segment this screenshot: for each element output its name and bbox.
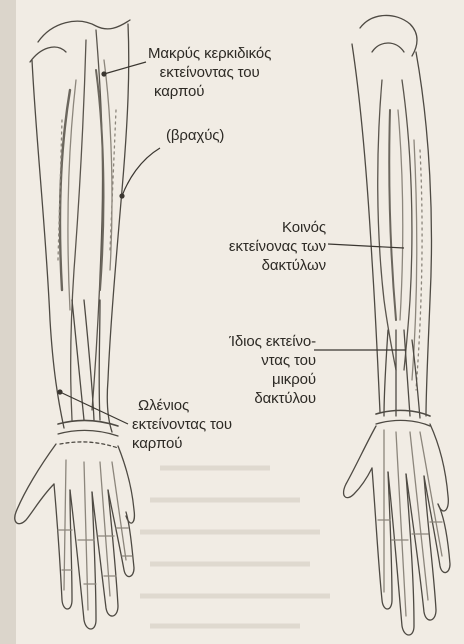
- label-extensor-digitorum: Κοινός εκτείνονας των δακτύλων: [226, 218, 326, 275]
- label-line: Ίδιος εκτείνο-: [206, 332, 316, 351]
- label-extensor-carpi-radialis-longus: Μακρύς κερκιδικός εκτείνοντας του καρπού: [148, 44, 271, 101]
- label-line: Ωλένιος: [132, 396, 232, 415]
- label-line: μικρού: [206, 370, 316, 389]
- scan-edge-shadow: [0, 0, 16, 644]
- label-line: καρπού: [132, 434, 232, 453]
- label-line: εκτείνοντας του: [148, 63, 271, 82]
- label-line: εκτείνοντας του: [132, 415, 232, 434]
- label-line: εκτείνονας των: [226, 237, 326, 256]
- label-extensor-carpi-radialis-brevis: (βραχύς): [166, 126, 224, 145]
- label-line: Μακρύς κερκιδικός: [148, 44, 271, 63]
- label-line: (βραχύς): [166, 126, 224, 145]
- label-line: καρπού: [148, 82, 271, 101]
- label-line: ντας του: [206, 351, 316, 370]
- label-line: δακτύλων: [226, 256, 326, 275]
- label-extensor-carpi-ulnaris: Ωλένιος εκτείνοντας του καρπού: [132, 396, 232, 453]
- label-line: Κοινός: [226, 218, 326, 237]
